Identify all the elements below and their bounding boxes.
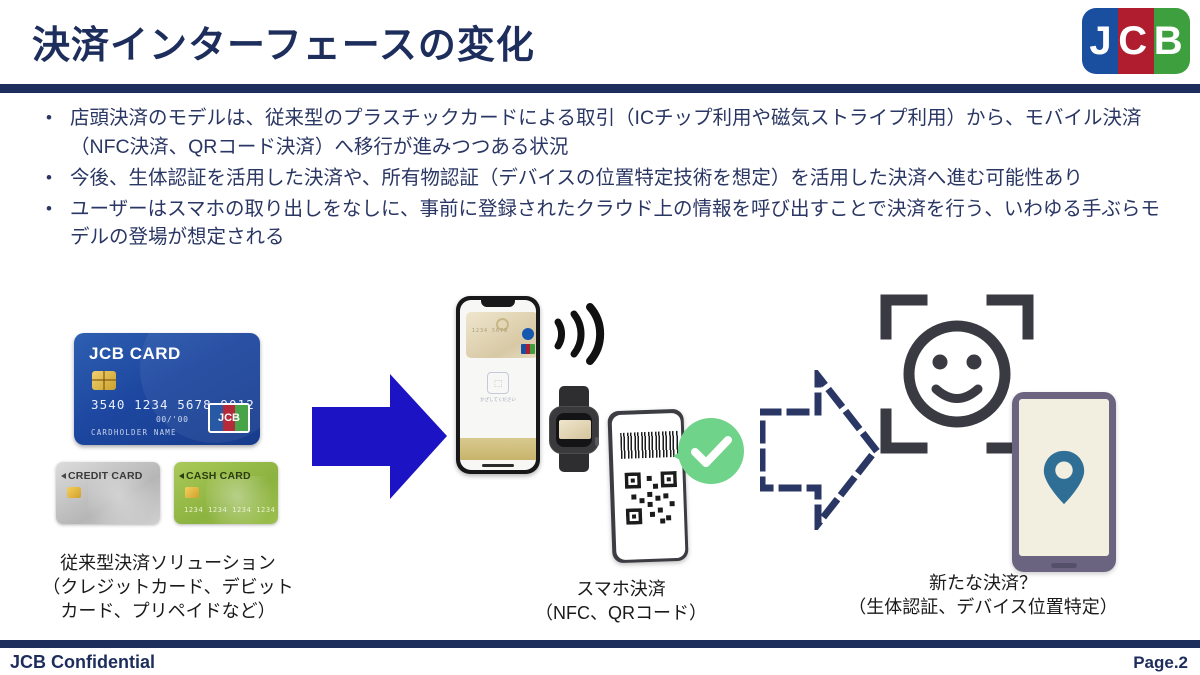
logo-letter-j: J bbox=[1089, 19, 1112, 63]
dashed-arrow-icon bbox=[760, 370, 880, 530]
smartphone-location-graphic bbox=[1012, 392, 1116, 572]
wallet-logo-red bbox=[525, 344, 531, 354]
bullet-text: 今後、生体認証を活用した決済や、所有物認証（デバイスの位置特定技術を想定）を活用… bbox=[70, 166, 1083, 189]
card-ring-icon bbox=[496, 318, 509, 331]
card-logo-green bbox=[235, 405, 248, 431]
watch-crown-icon bbox=[595, 437, 599, 446]
card-number: 3540 1234 5678 9012 bbox=[91, 397, 255, 412]
phone-bottom-band bbox=[460, 438, 536, 460]
logo-letters: J C B bbox=[1082, 8, 1190, 74]
wallet-logo-blue bbox=[521, 344, 526, 354]
success-check-badge bbox=[673, 418, 744, 484]
logo-panel-blue bbox=[1082, 8, 1118, 74]
watch-body bbox=[549, 406, 599, 454]
smartphone-qr-graphic bbox=[607, 408, 689, 564]
qr-phone-screen bbox=[610, 412, 686, 560]
card-expiry: 00/'00 bbox=[156, 415, 189, 424]
header-divider bbox=[0, 84, 1200, 93]
phone-home-indicator bbox=[482, 464, 514, 467]
pay-hint-text: かざしてください bbox=[480, 397, 516, 402]
location-pin-icon bbox=[1043, 450, 1085, 505]
logo-letter-c: C bbox=[1118, 19, 1148, 63]
smartwatch-graphic bbox=[546, 386, 602, 472]
bullet-marker: • bbox=[46, 167, 52, 187]
watch-screen bbox=[556, 413, 592, 447]
bullet-list: • 店頭決済のモデルは、従来型のプラスチックカードによる取引（ICチップ利用や磁… bbox=[28, 104, 1178, 254]
jcb-card-graphic: JCB CARD 3540 1234 5678 9012 00/'00 CARD… bbox=[74, 333, 260, 445]
caption-smartphone-payment: スマホ決済 （NFC、QRコード） bbox=[535, 579, 707, 623]
qr-code-icon bbox=[624, 470, 677, 525]
footer-divider bbox=[0, 640, 1200, 648]
card-holder-name: CARDHOLDER NAME bbox=[91, 428, 177, 437]
list-item: • 店頭決済のモデルは、従来型のプラスチックカードによる取引（ICチップ利用や磁… bbox=[28, 104, 1178, 162]
face-id-icon: ⬚ bbox=[487, 372, 509, 394]
check-icon bbox=[691, 436, 732, 467]
logo-panel-red bbox=[1118, 8, 1154, 74]
card-logo-blue bbox=[210, 405, 223, 431]
cash-card-graphic: CASH CARD 1234 1234 1234 1234 bbox=[174, 462, 278, 524]
credit-card-graphic: CREDIT CARD bbox=[56, 462, 160, 524]
smartphone-nfc-graphic: 1234 5678 ⬚ かざしてください bbox=[456, 296, 540, 474]
credit-card-label: CREDIT CARD bbox=[68, 470, 143, 482]
page-title: 決済インターフェースの変化 bbox=[32, 25, 535, 67]
card-chip-icon bbox=[92, 371, 116, 390]
phone-notch bbox=[481, 300, 515, 307]
logo-letter-b: B bbox=[1153, 19, 1183, 63]
card-jcb-logo-icon bbox=[208, 403, 250, 433]
jcb-logo: J C B bbox=[1082, 8, 1190, 74]
phone-screen: 1234 5678 ⬚ かざしてください bbox=[460, 300, 536, 470]
card-arrow-icon bbox=[61, 473, 66, 479]
nfc-wave-icon bbox=[554, 303, 605, 365]
watch-wallet-card bbox=[559, 420, 591, 439]
bullet-text: 店頭決済のモデルは、従来型のプラスチックカードによる取引（ICチップ利用や磁気ス… bbox=[70, 107, 1142, 158]
location-phone-home-button bbox=[1051, 563, 1077, 568]
logo-panel-green bbox=[1154, 8, 1190, 74]
cash-card-number: 1234 1234 1234 1234 bbox=[184, 506, 276, 514]
blue-arrow-icon bbox=[312, 374, 447, 499]
barcode-graphic bbox=[619, 430, 679, 459]
globe-watermark bbox=[206, 476, 278, 524]
footer-confidential-label: JCB Confidential bbox=[10, 652, 156, 672]
face-recognition-icon bbox=[880, 294, 1034, 454]
diagram-area: JCB CARD 3540 1234 5678 9012 00/'00 CARD… bbox=[0, 282, 1200, 632]
card-logo-red bbox=[222, 405, 236, 431]
list-item: • 今後、生体認証を活用した決済や、所有物認証（デバイスの位置特定技術を想定）を… bbox=[28, 164, 1178, 193]
list-item: • ユーザーはスマホの取り出しをなしに、事前に登録されたクラウド上の情報を呼び出… bbox=[28, 195, 1178, 253]
wallet-card-badge-icon bbox=[522, 328, 534, 340]
page-number: Page.2 bbox=[1133, 653, 1188, 672]
cash-card-label: CASH CARD bbox=[186, 470, 251, 482]
credit-card-chip-icon bbox=[67, 487, 81, 498]
card-arrow-icon bbox=[179, 473, 184, 479]
wallet-card-number: 1234 5678 bbox=[472, 328, 509, 334]
cash-card-chip-icon bbox=[185, 487, 199, 498]
bullet-text: ユーザーはスマホの取り出しをなしに、事前に登録されたクラウド上の情報を呼び出すこ… bbox=[70, 197, 1160, 249]
wallet-logo-green bbox=[530, 344, 535, 354]
globe-watermark bbox=[88, 476, 160, 524]
card-brand-label: JCB CARD bbox=[89, 344, 181, 363]
location-phone-screen bbox=[1019, 399, 1109, 556]
caption-new-payment: 新たな決済？ （生体認証、デバイス位置特定） bbox=[848, 573, 1118, 617]
card-logo-text: JCB bbox=[217, 411, 240, 424]
wallet-card-graphic: 1234 5678 bbox=[466, 312, 536, 358]
face-id-glyph: ⬚ bbox=[493, 377, 503, 388]
bullet-marker: • bbox=[46, 198, 52, 218]
bullet-marker: • bbox=[46, 108, 52, 127]
caption-legacy-payment: 従来型決済ソリューション （クレジットカード、デビット カード、プリペイドなど） bbox=[42, 553, 294, 621]
wallet-card-jcb-icon bbox=[521, 344, 535, 354]
